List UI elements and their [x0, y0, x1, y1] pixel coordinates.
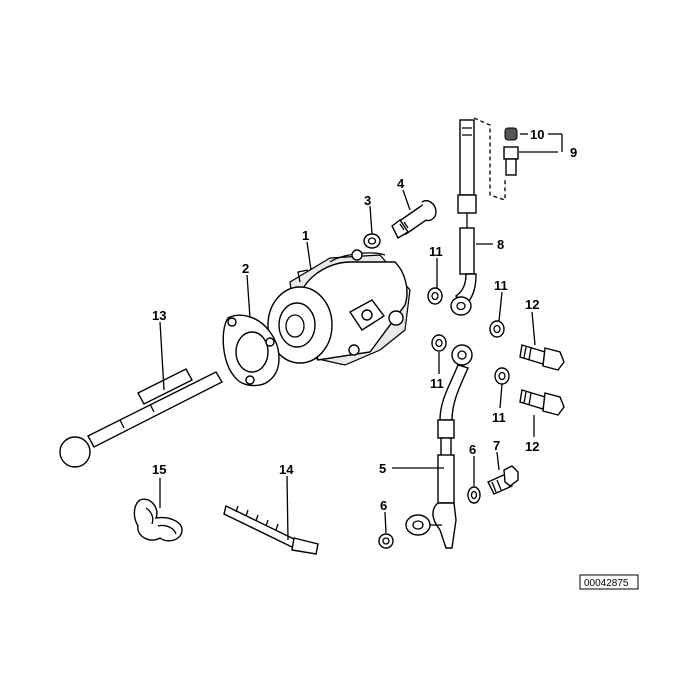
- part-6-washers: [378, 486, 481, 549]
- part-15-clip: [133, 498, 183, 542]
- callout-10: 10: [530, 127, 544, 142]
- part-9-bleeder-screw: [503, 146, 519, 176]
- part-3-washer: [363, 233, 381, 249]
- callout-11-a: 11: [429, 244, 443, 259]
- part-8-upper-hose: [450, 119, 477, 316]
- callout-11-d: 11: [492, 410, 506, 425]
- part-1-housing: [267, 249, 411, 366]
- callout-9: 9: [570, 145, 577, 160]
- leader-lines: [159, 117, 563, 541]
- callout-4: 4: [397, 176, 405, 191]
- part-12-banjo-bolts: [519, 344, 565, 416]
- callout-8: 8: [497, 237, 504, 252]
- part-14-cable-tie: [223, 504, 319, 555]
- part-7-bolt: [487, 465, 519, 495]
- callout-1: 1: [302, 228, 309, 243]
- callout-11-c: 11: [430, 376, 444, 391]
- callout-2: 2: [242, 261, 249, 276]
- callout-14: 14: [279, 462, 294, 477]
- callout-5: 5: [379, 461, 386, 476]
- callout-13: 13: [152, 308, 166, 323]
- part-4-bolt: [391, 200, 437, 239]
- part-5-lower-hose: [405, 344, 473, 549]
- reference-number: 00042875: [584, 578, 629, 589]
- callout-labels: 1 2 3 4 5 6 6 7 8 9 10 11 11 11 11 12 12…: [152, 127, 577, 513]
- callout-3: 3: [364, 193, 371, 208]
- callout-6-upper: 6: [469, 442, 476, 457]
- callout-12-a: 12: [525, 297, 539, 312]
- part-13-shift-rod: [59, 368, 223, 468]
- callout-11-b: 11: [494, 278, 508, 293]
- callout-7: 7: [493, 438, 500, 453]
- callout-6-lower: 6: [380, 498, 387, 513]
- callout-12-b: 12: [525, 439, 539, 454]
- reference-number-box: 00042875: [579, 574, 639, 590]
- part-10-cap: [504, 127, 518, 141]
- callout-15: 15: [152, 462, 166, 477]
- part-2-gasket: [222, 314, 280, 387]
- part-11-sealing-rings: [427, 287, 510, 385]
